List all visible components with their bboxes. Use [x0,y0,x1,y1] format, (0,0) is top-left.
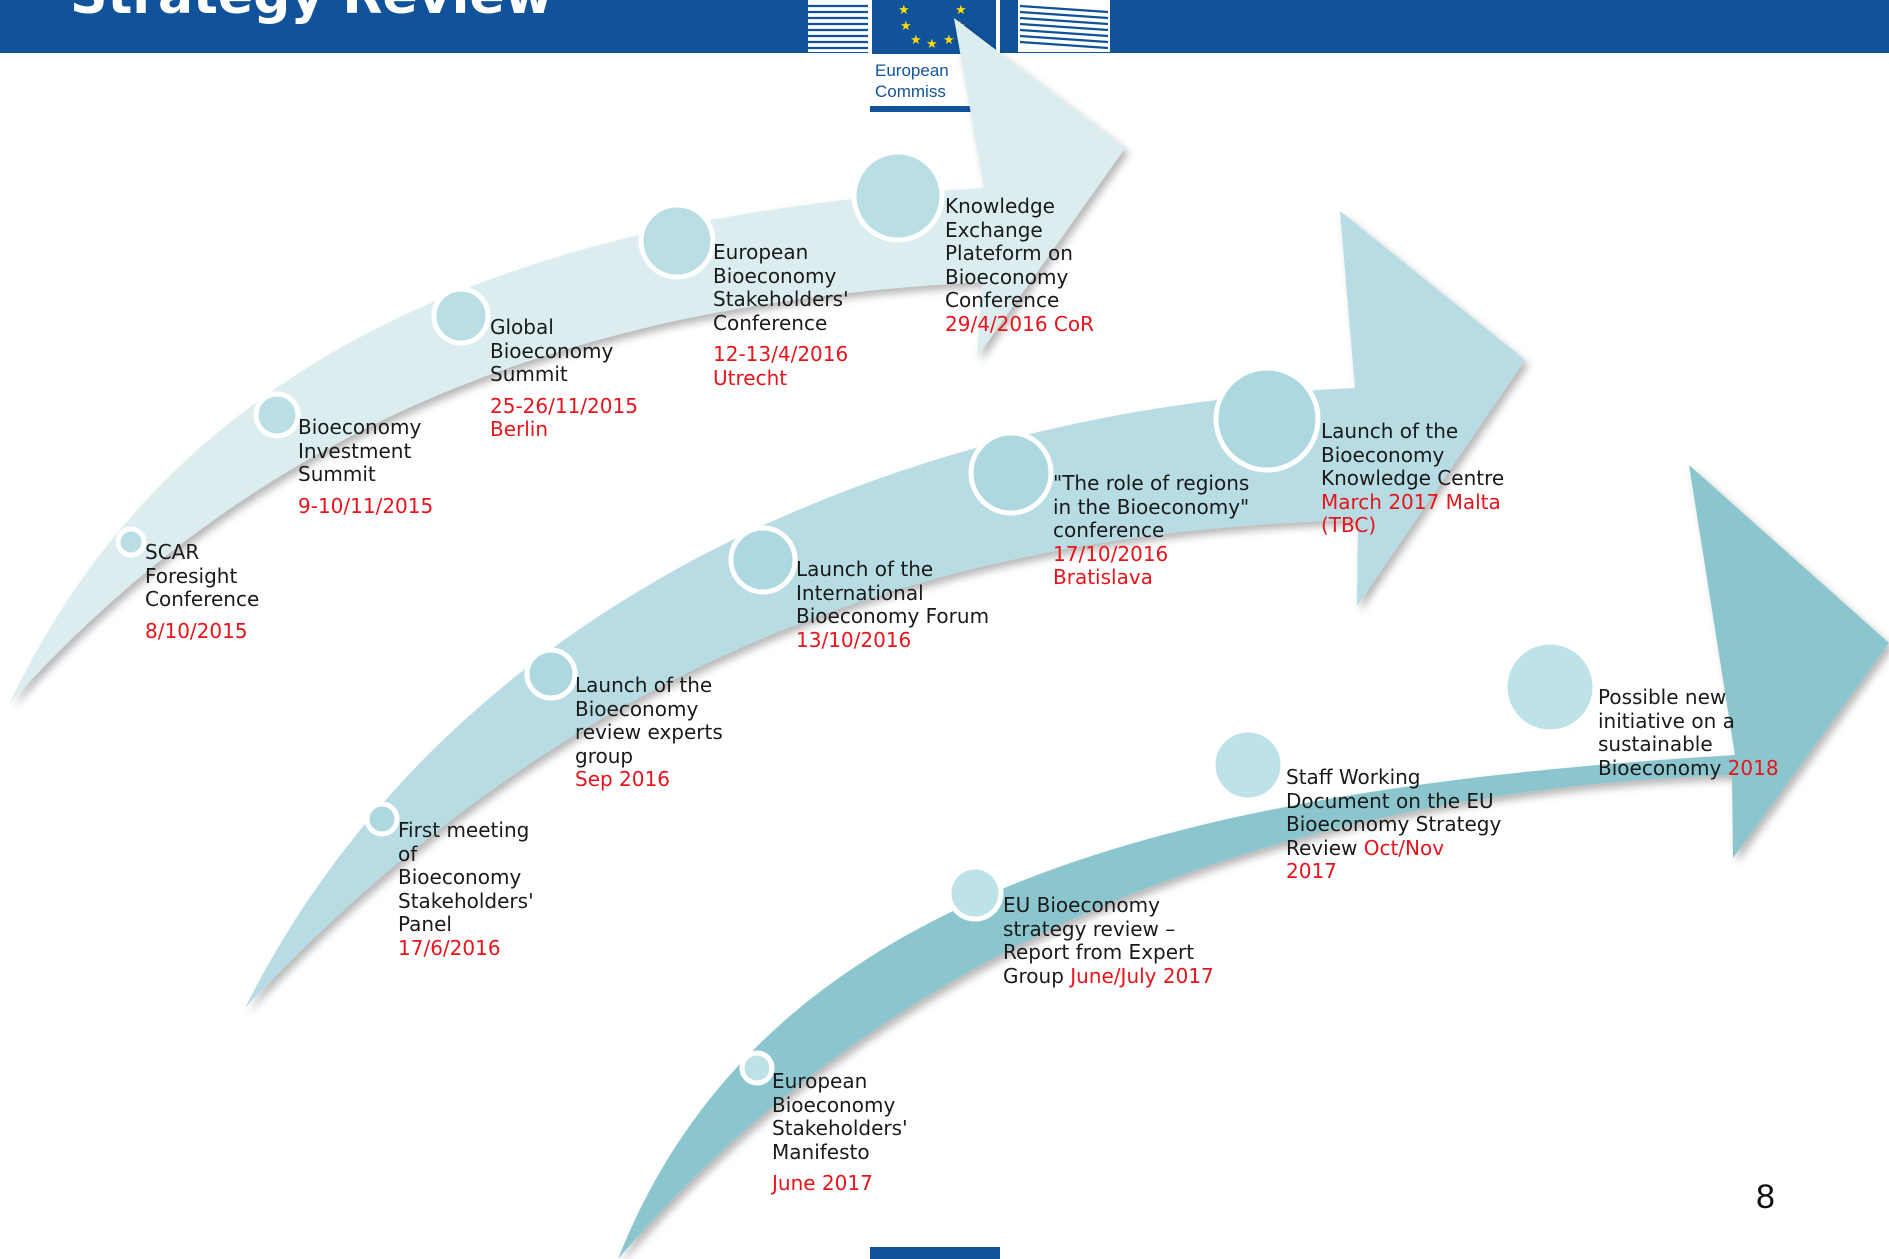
milestone-date: 25-26/11/2015 [490,393,638,418]
milestone-circle-investment [253,391,301,439]
milestone-label-swd: Staff Working Document on the EU Bioecon… [1286,765,1502,883]
page-number: 8 [1756,1178,1775,1216]
milestone-circle-scar [115,526,147,558]
milestone-circle-stakeholders-conf [638,202,716,280]
logo-stripes-left-lines [808,4,868,50]
ec-logo: ★★ ★★ ★★★ [808,0,1110,112]
milestone-label-investment: Bioeconomy Investment Summit 9-10/11/201… [298,415,434,518]
logo-wordmark: European Commiss [875,60,949,102]
milestone-label-stakeholders-conf: European Bioeconomy Stakeholders' Confer… [713,240,849,390]
slide-title: Strategy Review [70,0,553,26]
milestone-date: 17/6/2016 [398,935,501,960]
milestone-label-new-initiative: Possible new initiative on a sustainable… [1598,685,1779,780]
milestone-label-forum: Launch of the International Bioeconomy F… [796,557,990,652]
milestone-date: 17/10/2016 [1053,541,1169,566]
milestone-label-scar: SCAR Foresight Conference 8/10/2015 [145,540,260,643]
milestone-circle-regions [968,430,1054,516]
logo-line-1: European [875,61,949,80]
milestone-date: Sep 2016 [575,767,670,791]
milestone-circle-knowledge-centre [1213,365,1321,473]
milestone-circle-knowledge-exchange [851,149,945,243]
milestone-date: March 2017 Malta [1321,489,1501,514]
milestone-date-year: 2017 [1286,859,1337,883]
milestone-location: (TBC) [1321,513,1377,537]
milestone-circle-first-meeting [364,801,400,837]
svg-text:★: ★ [955,3,967,18]
milestone-date: 2018 [1727,755,1779,780]
milestone-date: 13/10/2016 [796,627,912,652]
milestone-circle-report [946,864,1004,922]
milestone-label-knowledge-centre: Launch of the Bioeconomy Knowledge Centr… [1321,419,1505,537]
milestone-location: Utrecht [713,365,788,390]
milestone-label-knowledge-exchange: Knowledge Exchange Plateform on Bioecono… [945,194,1095,336]
logo-line-2: Commiss [875,82,946,101]
milestone-circle-manifesto [739,1050,775,1086]
milestone-date: June 2017 [772,1171,873,1195]
logo-underline [870,106,996,112]
milestone-circle-global [431,286,491,346]
milestone-circle-new-initiative [1502,639,1598,735]
milestone-circle-experts-group [524,647,578,701]
timeline-arrow-1 [10,18,1125,703]
milestone-location: Berlin [490,417,549,441]
svg-text:★: ★ [900,19,912,34]
milestone-circle-swd [1210,727,1286,803]
milestone-location: Bratislava [1053,565,1153,589]
timeline-arrow-2 [245,211,1525,1008]
logo-stripes-left [808,0,868,52]
milestone-label-report: EU Bioeconomy strategy review – Report f… [1003,893,1214,988]
milestone-date: Oct/Nov [1363,835,1445,860]
milestone-label-regions: "The role of regions in the Bioeconomy" … [1053,471,1250,589]
svg-text:★: ★ [910,33,922,48]
milestone-date: June/July 2017 [1070,963,1214,988]
milestone-date: 8/10/2015 [145,618,248,643]
milestone-date: 12-13/4/2016 [713,342,849,366]
logo-stripes-right-lines [1019,4,1109,50]
footer-logo-block [870,1247,1000,1259]
milestone-circle-forum [728,525,798,595]
milestone-label-global: Global Bioeconomy Summit 25-26/11/2015 B… [490,315,638,441]
svg-text:★: ★ [943,33,955,48]
milestone-label-experts-group: Launch of the Bioeconomy review experts … [575,673,723,791]
milestone-date: 29/4/2016 CoR [945,311,1095,336]
timeline-arrow-3 [618,465,1889,1259]
svg-text:★: ★ [898,3,910,18]
milestone-label-first-meeting: First meeting of Bioeconomy Stakeholders… [398,818,534,960]
milestone-date: 9-10/11/2015 [298,493,434,518]
milestone-label-manifesto: European Bioeconomy Stakeholders' Manife… [772,1069,908,1195]
svg-text:★: ★ [926,37,938,52]
